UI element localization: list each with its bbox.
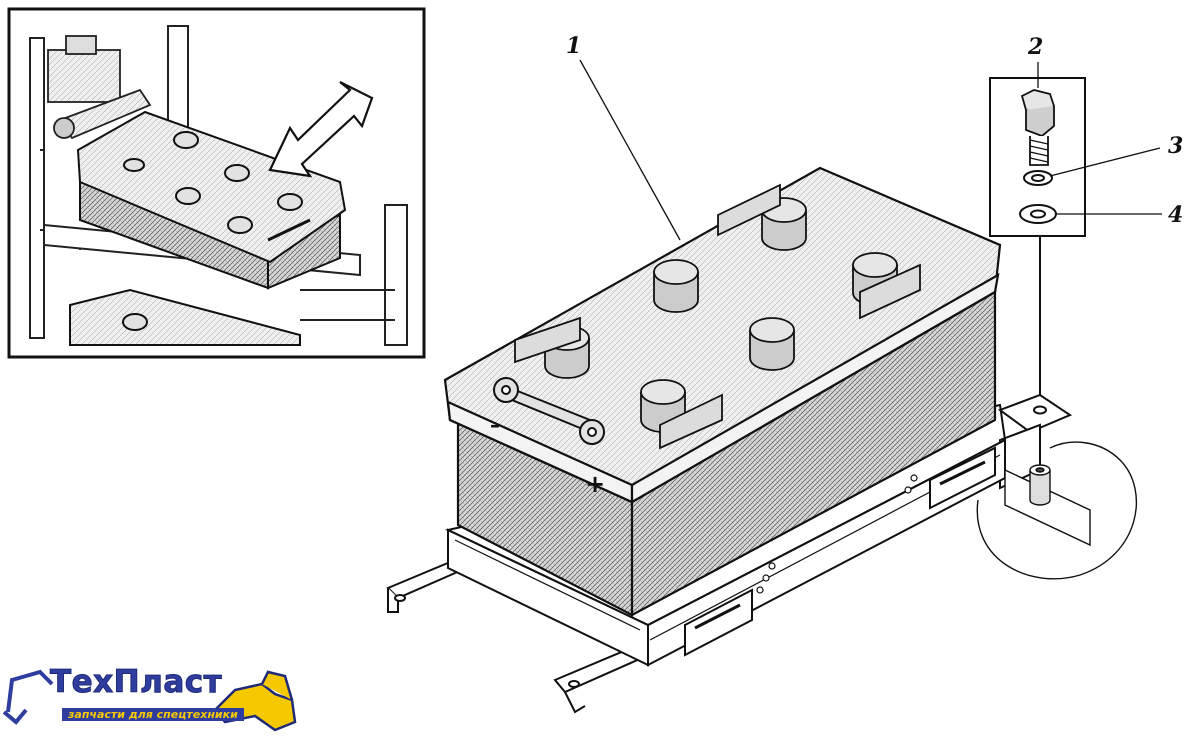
main-battery-assembly: + – <box>386 166 1073 714</box>
inset-arrow <box>268 81 374 178</box>
callout-3: 3 <box>1168 133 1184 159</box>
spring-washer <box>1023 170 1053 186</box>
plus-mark: + <box>585 470 605 498</box>
inset-battery <box>76 110 347 290</box>
tray-holes <box>756 474 918 594</box>
minus-mark: – <box>490 413 500 437</box>
callout-1: 1 <box>566 33 582 59</box>
flat-washer <box>1019 204 1057 224</box>
inset-view <box>7 7 426 359</box>
logo-title: ТехПласт <box>49 664 223 701</box>
fastener-detail-box <box>989 77 1086 395</box>
bolt <box>1020 89 1056 166</box>
techplast-logo: ТехПласт запчасти для спецтехники <box>0 650 310 740</box>
inset-lower-battery <box>69 288 301 346</box>
callout-4: 4 <box>1168 202 1184 228</box>
tray-clamp-right <box>929 446 996 510</box>
inset-relay <box>47 35 152 140</box>
tray-clamp-front <box>684 588 753 657</box>
battery-body <box>456 290 997 617</box>
terminal-strap <box>493 377 605 445</box>
terminal-blocks <box>514 183 921 450</box>
leader-lines <box>579 59 1162 241</box>
callout-2: 2 <box>1028 34 1044 60</box>
cell-cap <box>653 259 699 313</box>
logo-subtitle: запчасти для спецтехники <box>62 708 244 721</box>
stud-detail-view <box>976 441 1138 580</box>
cell-cap <box>749 317 795 371</box>
